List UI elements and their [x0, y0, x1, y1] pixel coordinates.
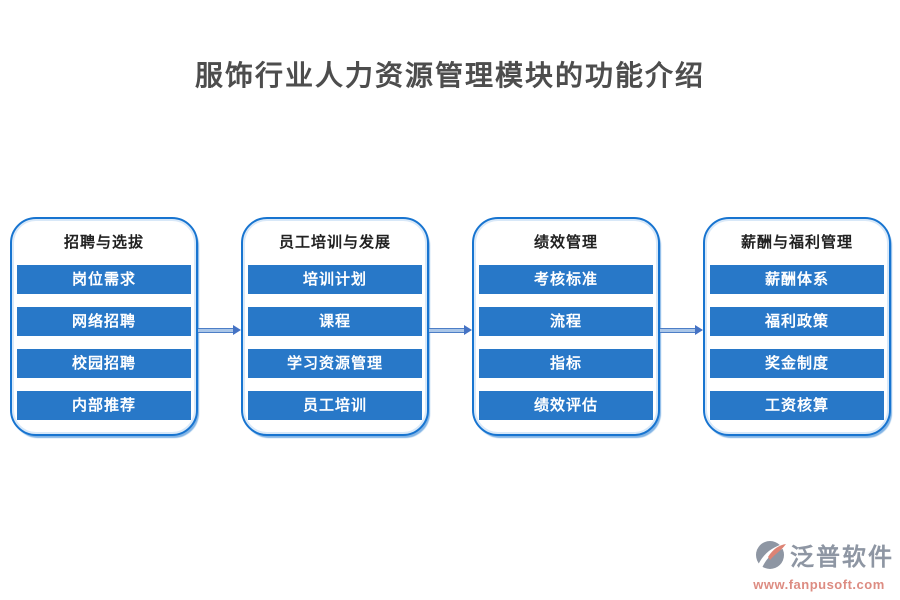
node-item: 奖金制度	[710, 349, 884, 378]
flow-arrow	[429, 325, 472, 335]
panel-performance-management: 绩效管理 考核标准 流程 指标 绩效评估	[472, 217, 660, 436]
node-item: 工资核算	[710, 391, 884, 420]
arrow-shaft	[429, 328, 466, 333]
node-item: 薪酬体系	[710, 265, 884, 294]
node-item: 网络招聘	[17, 307, 191, 336]
node-item: 岗位需求	[17, 265, 191, 294]
arrow-right-icon	[233, 325, 241, 335]
logo-website: www.fanpusoft.com	[753, 577, 885, 592]
vendor-watermark: 泛普软件 www.fanpusoft.com	[744, 540, 894, 592]
node-item: 校园招聘	[17, 349, 191, 378]
node-item: 培训计划	[248, 265, 422, 294]
flow-arrow	[660, 325, 703, 335]
arrow-shaft	[198, 328, 235, 333]
diagram-title: 服饰行业人力资源管理模块的功能介绍	[194, 60, 705, 91]
node-item: 考核标准	[479, 265, 653, 294]
node-item: 绩效评估	[479, 391, 653, 420]
node-item: 学习资源管理	[248, 349, 422, 378]
panel-compensation-benefits: 薪酬与福利管理 薪酬体系 福利政策 奖金制度 工资核算	[703, 217, 891, 436]
panel-training-development: 员工培训与发展 培训计划 课程 学习资源管理 员工培训	[241, 217, 429, 436]
node-item: 指标	[479, 349, 653, 378]
flow-arrow	[198, 325, 241, 335]
panel-header: 员工培训与发展	[278, 234, 391, 251]
node-item: 流程	[479, 307, 653, 336]
node-item: 内部推荐	[17, 391, 191, 420]
panel-header: 绩效管理	[533, 234, 598, 251]
panel-recruitment-selection: 招聘与选拔 岗位需求 网络招聘 校园招聘 内部推荐	[10, 217, 198, 436]
arrow-right-icon	[464, 325, 472, 335]
fanpu-logo-icon	[755, 540, 787, 575]
arrow-shaft	[660, 328, 697, 333]
panel-header: 招聘与选拔	[63, 234, 144, 251]
logo-name: 泛普软件	[790, 543, 894, 571]
node-item: 福利政策	[710, 307, 884, 336]
node-item: 员工培训	[248, 391, 422, 420]
arrow-right-icon	[695, 325, 703, 335]
panel-header: 薪酬与福利管理	[740, 234, 853, 251]
node-item: 课程	[248, 307, 422, 336]
